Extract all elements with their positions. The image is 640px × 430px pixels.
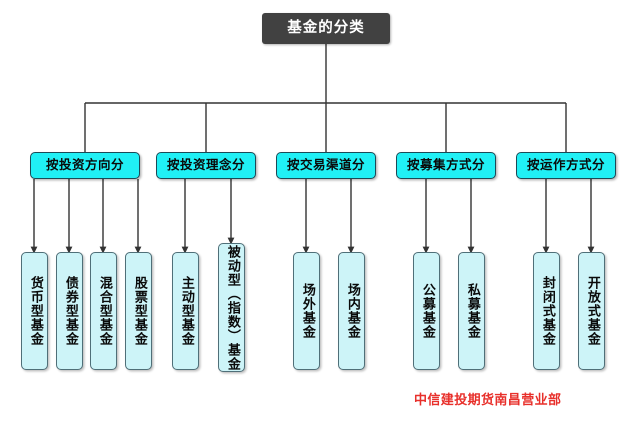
category-node-fundraising-method[interactable]: 按募集方式分 <box>396 152 496 179</box>
category-node-trading-channel[interactable]: 按交易渠道分 <box>276 152 376 179</box>
leaf-label: 股票型基金 <box>131 276 147 346</box>
leaf-label: 主动型基金 <box>178 276 194 346</box>
leaf-node-hybrid-fund[interactable]: 混合型基金 <box>90 252 117 370</box>
leaf-node-passive-index-fund[interactable]: 被动型（指数）基金 <box>218 243 245 372</box>
category-label: 按投资方向分 <box>45 157 124 173</box>
leaf-node-otc-fund[interactable]: 场外基金 <box>293 252 320 370</box>
leaf-label: 私募基金 <box>464 283 480 339</box>
leaf-label: 场内基金 <box>344 283 360 339</box>
leaf-label: 封闭式基金 <box>539 276 555 346</box>
leaf-label: 开放式基金 <box>584 276 600 346</box>
leaf-label: 混合型基金 <box>96 276 112 346</box>
category-node-investment-philosophy[interactable]: 按投资理念分 <box>156 152 256 179</box>
root-node: 基金的分类 <box>262 13 390 44</box>
leaf-label: 货币型基金 <box>27 276 43 346</box>
leaf-node-open-end-fund[interactable]: 开放式基金 <box>578 252 605 370</box>
leaf-node-equity-fund[interactable]: 股票型基金 <box>125 252 152 370</box>
category-label: 按投资理念分 <box>166 157 245 173</box>
leaf-node-money-market-fund[interactable]: 货币型基金 <box>21 252 48 370</box>
footer-watermark: 中信建投期货南昌营业部 <box>414 393 562 408</box>
leaf-label: 债券型基金 <box>62 276 78 346</box>
category-label: 按运作方式分 <box>526 157 605 173</box>
leaf-node-exchange-traded-fund[interactable]: 场内基金 <box>338 252 365 370</box>
leaf-node-public-offering-fund[interactable]: 公募基金 <box>413 252 440 370</box>
leaf-node-active-fund[interactable]: 主动型基金 <box>172 252 199 370</box>
category-label: 按募集方式分 <box>406 157 485 173</box>
leaf-label: 公募基金 <box>419 283 435 339</box>
page-title: 基金的分类 <box>287 20 365 37</box>
leaf-node-closed-end-fund[interactable]: 封闭式基金 <box>533 252 560 370</box>
leaf-label: 被动型（指数）基金 <box>224 244 240 371</box>
category-label: 按交易渠道分 <box>286 157 365 173</box>
category-node-operation-method[interactable]: 按运作方式分 <box>516 152 616 179</box>
leaf-node-private-offering-fund[interactable]: 私募基金 <box>458 252 485 370</box>
category-node-investment-direction[interactable]: 按投资方向分 <box>30 152 140 179</box>
leaf-node-bond-fund[interactable]: 债券型基金 <box>56 252 83 370</box>
leaf-label: 场外基金 <box>299 283 315 339</box>
